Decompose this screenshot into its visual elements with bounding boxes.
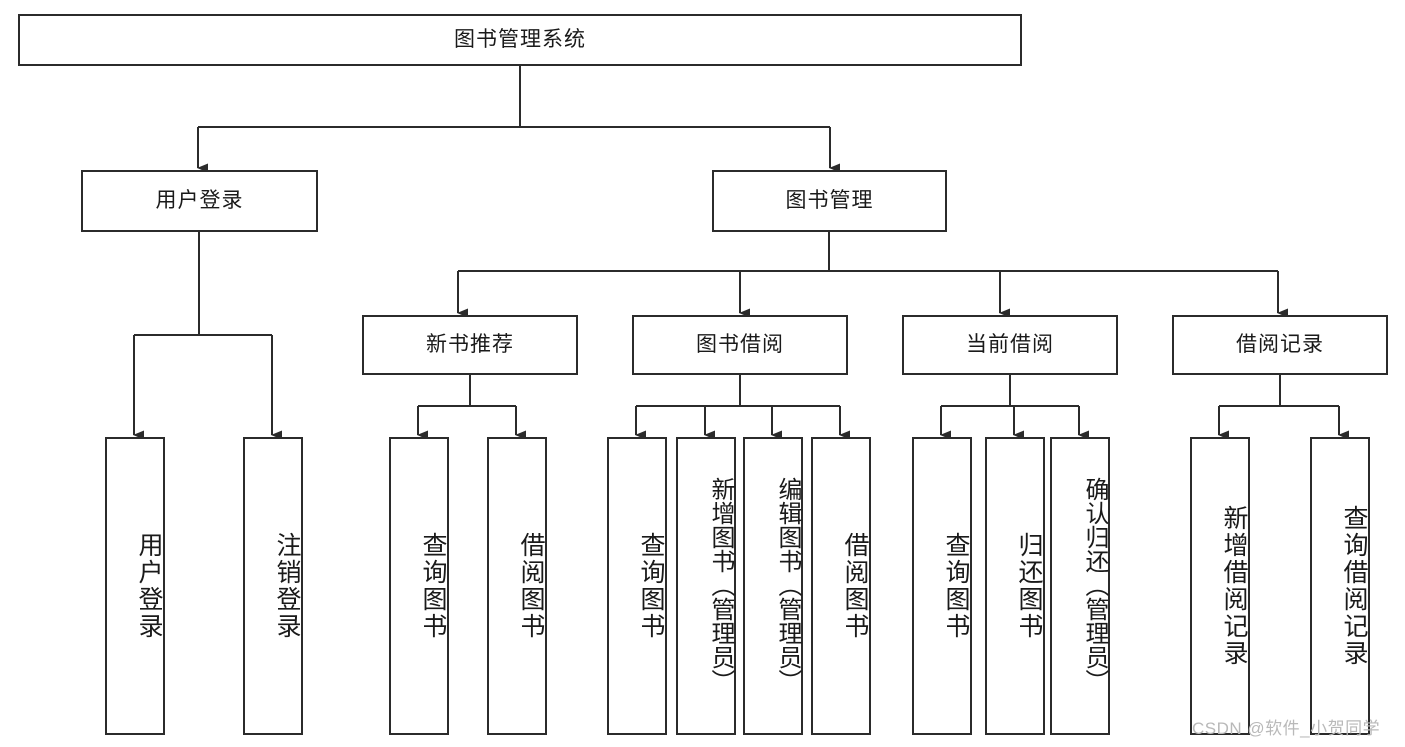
node-label: 查询借阅记录 <box>1340 505 1368 667</box>
node-label: 图书管理 <box>785 188 874 212</box>
node-label: 编辑图书（管理员） <box>774 476 801 693</box>
node-new-book-rec[interactable]: 新书推荐 <box>362 315 578 375</box>
node-label: 查询图书 <box>637 532 665 640</box>
node-label: 查询图书 <box>419 532 447 640</box>
node-user-login[interactable]: 用户登录 <box>81 170 318 232</box>
node-label: 新增借阅记录 <box>1220 505 1248 667</box>
node-label: 确认归还（管理员） <box>1081 476 1108 693</box>
node-leaf-query-book-rec[interactable]: 查询图书 <box>389 437 449 735</box>
node-leaf-user-login[interactable]: 用户登录 <box>105 437 165 735</box>
node-current-borrow[interactable]: 当前借阅 <box>902 315 1118 375</box>
node-leaf-logout[interactable]: 注销登录 <box>243 437 303 735</box>
node-leaf-query-book-borrow[interactable]: 查询图书 <box>607 437 667 735</box>
node-leaf-query-record[interactable]: 查询借阅记录 <box>1310 437 1370 735</box>
node-label: 当前借阅 <box>966 332 1054 356</box>
node-book-borrow[interactable]: 图书借阅 <box>632 315 848 375</box>
node-label: 图书借阅 <box>696 332 784 356</box>
node-borrow-record[interactable]: 借阅记录 <box>1172 315 1388 375</box>
node-label: 注销登录 <box>273 532 301 640</box>
node-leaf-return-book[interactable]: 归还图书 <box>985 437 1045 735</box>
node-root[interactable]: 图书管理系统 <box>18 14 1022 66</box>
edge-paths <box>133 66 1349 440</box>
node-leaf-edit-book[interactable]: 编辑图书（管理员） <box>743 437 803 735</box>
node-leaf-add-record[interactable]: 新增借阅记录 <box>1190 437 1250 735</box>
csdn-watermark: CSDN @软件_小贺同学 <box>1192 719 1381 738</box>
node-label: 借阅图书 <box>841 532 869 640</box>
node-leaf-borrow-book[interactable]: 借阅图书 <box>811 437 871 735</box>
node-label: 用户登录 <box>155 188 244 212</box>
node-label: 查询图书 <box>942 532 970 640</box>
node-label: 归还图书 <box>1015 532 1043 640</box>
node-label: 借阅图书 <box>517 532 545 640</box>
node-label: 借阅记录 <box>1236 332 1324 356</box>
node-book-manage[interactable]: 图书管理 <box>712 170 947 232</box>
node-label: 新增图书（管理员） <box>707 476 734 693</box>
node-leaf-borrow-book-rec[interactable]: 借阅图书 <box>487 437 547 735</box>
node-label: 用户登录 <box>135 532 163 640</box>
node-leaf-query-book-cur[interactable]: 查询图书 <box>912 437 972 735</box>
node-leaf-confirm-return[interactable]: 确认归还（管理员） <box>1050 437 1110 735</box>
node-label: 新书推荐 <box>426 332 514 356</box>
node-label: 图书管理系统 <box>454 27 586 51</box>
node-leaf-add-book[interactable]: 新增图书（管理员） <box>676 437 736 735</box>
